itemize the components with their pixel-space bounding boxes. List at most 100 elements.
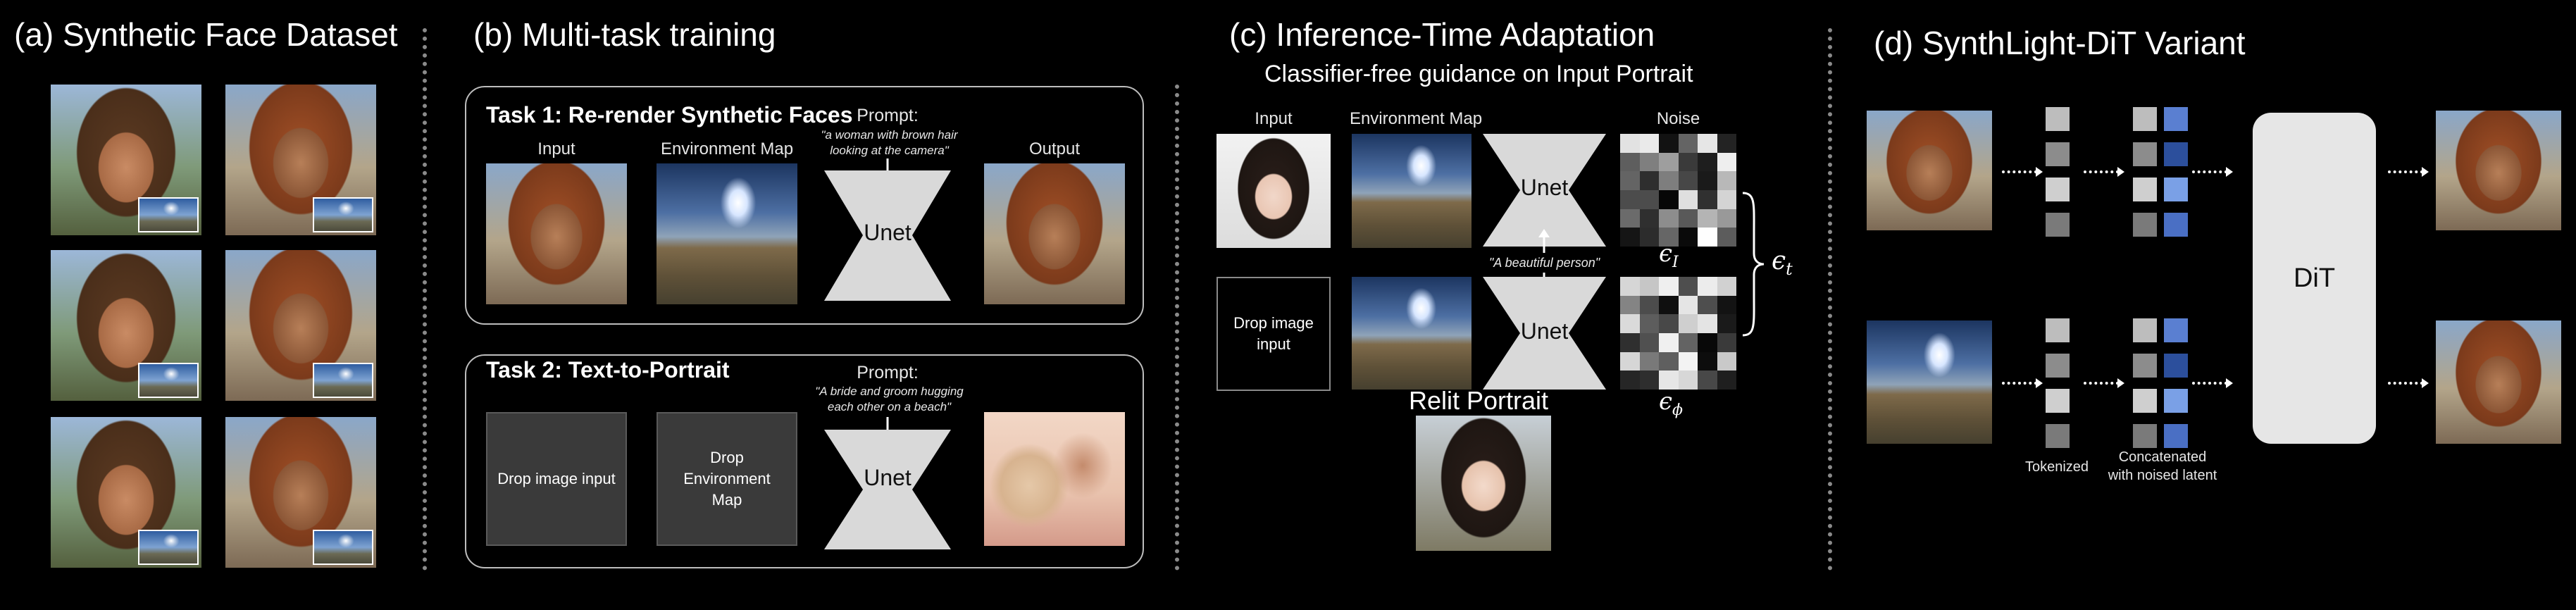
divider-c-d <box>1828 28 1832 571</box>
concat-token <box>2133 178 2157 201</box>
panel-a-title: (a) Synthetic Face Dataset <box>14 16 398 53</box>
panel-c-input-label: Input <box>1255 109 1293 128</box>
env-token <box>2046 318 2070 342</box>
noise-eps-I <box>1620 134 1736 247</box>
noise-cell <box>1620 314 1640 333</box>
synthetic-face-2 <box>225 85 376 235</box>
noise-cell <box>1698 351 1717 371</box>
panel-c-prompt-text: "A beautiful person" <box>1488 256 1600 270</box>
noise-cell <box>1698 134 1717 153</box>
task1-input-image <box>486 163 627 304</box>
divider-a-b <box>423 28 427 571</box>
noise-cell <box>1678 295 1698 315</box>
task2-drop-image-box: Drop image input <box>486 412 627 546</box>
eps-I-sub: I <box>1672 253 1679 271</box>
arrow-head <box>2226 167 2233 177</box>
arrow-tokens-to-concat-top <box>2084 170 2119 173</box>
arrow-tokens-to-concat-bottom <box>2084 382 2119 385</box>
noise-cell <box>1659 134 1679 153</box>
noise-eps-phi <box>1620 277 1736 390</box>
dit-label: DiT <box>2293 263 2336 293</box>
concat-token <box>2133 424 2157 448</box>
task1-output-label: Output <box>1028 139 1081 158</box>
arrow-head <box>2117 167 2124 177</box>
task2-prompt-label: Prompt: <box>857 363 919 382</box>
noise-cell <box>1620 351 1640 371</box>
task1-prompt-label: Prompt: <box>857 106 919 125</box>
task1-unet-shape <box>824 170 951 301</box>
image-token <box>2046 142 2070 166</box>
arrow-head <box>2226 378 2233 388</box>
concat-token <box>2133 107 2157 131</box>
panel-c-noise-label: Noise <box>1656 109 1700 128</box>
eps-phi-sub: ϕ <box>1672 401 1684 419</box>
env-inset <box>138 363 199 398</box>
noise-cell <box>1620 295 1640 315</box>
dit-input-image <box>1867 111 1992 230</box>
eps-t-base: ϵ <box>1772 247 1786 275</box>
concat-label-1: Concatenated <box>2118 449 2207 465</box>
task1-input-label: Input <box>537 139 575 158</box>
noise-cell <box>1698 295 1717 315</box>
noise-cell <box>1678 189 1698 209</box>
task1-env-label: Environment Map <box>660 139 794 158</box>
task1-output-image <box>984 163 1125 304</box>
eps-phi-base: ϵ <box>1659 387 1673 416</box>
noise-cell <box>1678 332 1698 352</box>
arrow-image-to-tokens <box>2002 170 2037 173</box>
panel-c-unet-bottom-shape <box>1483 277 1606 390</box>
noise-cell <box>1678 171 1698 190</box>
noise-cell <box>1659 228 1679 247</box>
noise-cell <box>1639 171 1659 190</box>
noise-cell <box>1717 171 1736 190</box>
noised-latent-token <box>2164 142 2188 166</box>
noise-cell <box>1620 189 1640 209</box>
relit-portrait-image <box>1416 416 1551 551</box>
noise-cell <box>1659 152 1679 172</box>
noise-cell <box>1678 314 1698 333</box>
noise-cell <box>1698 189 1717 209</box>
noise-cell <box>1639 314 1659 333</box>
panel-c-env-map-top <box>1352 134 1471 248</box>
dit-output-image-top <box>2436 111 2561 230</box>
noise-cell <box>1620 171 1640 190</box>
noised-latent-token <box>2164 389 2188 413</box>
noised-latent-token <box>2164 424 2188 448</box>
panel-c-input-image <box>1217 134 1331 248</box>
noise-cell <box>1639 152 1659 172</box>
noise-cell <box>1620 152 1640 172</box>
noise-cell <box>1659 208 1679 228</box>
task1-unet-label: Unet <box>864 220 911 245</box>
task2-output-image <box>984 412 1125 546</box>
arrow-env-to-tokens <box>2002 382 2037 385</box>
arrow-dit-to-output-bottom <box>2388 382 2423 385</box>
arrow-head <box>2117 378 2124 388</box>
noise-cell <box>1717 277 1736 296</box>
task2-drop-image-label: Drop image input <box>497 470 616 487</box>
noise-cell <box>1639 277 1659 296</box>
task2-prompt-text: "A bride and groom hugging each other on… <box>815 385 964 413</box>
noise-cell <box>1678 228 1698 247</box>
noise-cell <box>1659 314 1679 333</box>
noise-cell <box>1678 208 1698 228</box>
concat-token <box>2133 318 2157 342</box>
noise-cell <box>1678 134 1698 153</box>
concat-label-2: with noised latent <box>2108 468 2217 483</box>
panel-c-env-map-bottom <box>1352 277 1471 390</box>
panel-c-drop-image-box: Drop image input <box>1217 277 1331 391</box>
task2-unet-shape <box>824 430 951 549</box>
synthetic-face-5 <box>51 417 201 568</box>
noise-cell <box>1678 277 1698 296</box>
noised-latent-token <box>2164 107 2188 131</box>
task1-panel <box>465 86 1144 325</box>
task1-env-map <box>657 163 797 304</box>
noise-cell <box>1678 371 1698 390</box>
env-inset <box>138 530 199 565</box>
env-token <box>2046 389 2070 413</box>
panel-c-unet-top-label: Unet <box>1520 175 1569 200</box>
arrow-head <box>2036 378 2043 388</box>
noise-cell <box>1639 371 1659 390</box>
dit-env-map <box>1867 320 1992 444</box>
arrow-head <box>2422 378 2429 388</box>
noise-cell <box>1620 277 1640 296</box>
